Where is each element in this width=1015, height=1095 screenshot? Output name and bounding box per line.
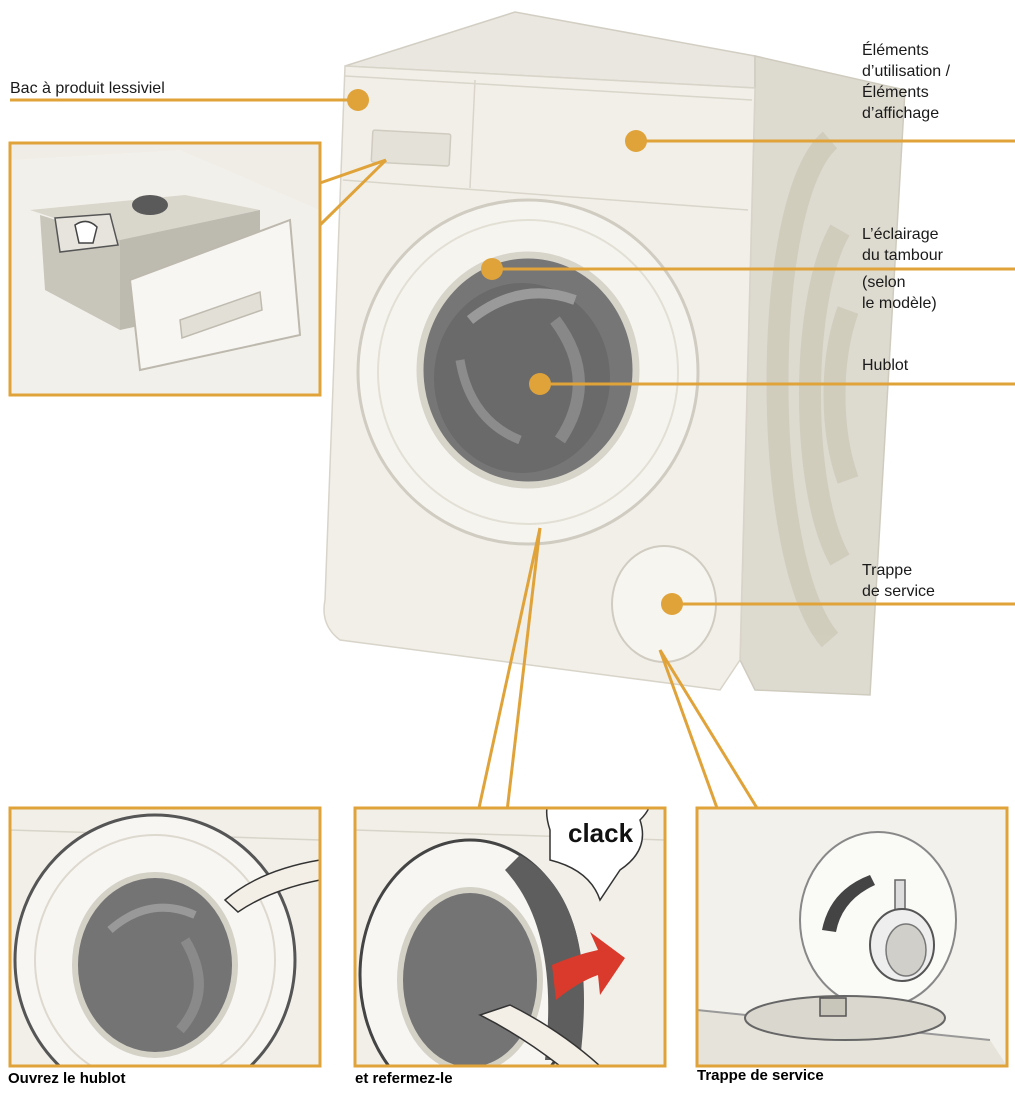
label-drum-light: L’éclairage du tambour (selon le modèle) [862, 224, 943, 314]
callout-dots [347, 89, 683, 615]
label-porthole-text: Hublot [862, 357, 909, 374]
label-service-flap-line1: Trappe [862, 562, 913, 579]
detergent-drawer-inset [8, 141, 322, 397]
panel-close-door [353, 806, 667, 1068]
dot-service-flap [661, 593, 683, 615]
label-detergent-drawer-text: Bac à produit lessiviel [10, 80, 165, 97]
dot-drum-light [481, 258, 503, 280]
machine-body [323, 11, 906, 696]
label-service-flap: Trappe de service [862, 560, 935, 602]
label-drum-light-line4: le modèle) [862, 295, 937, 312]
label-drum-light-line1: L’éclairage [862, 226, 939, 243]
dot-porthole [529, 373, 551, 395]
label-controls-line2: d’utilisation / [862, 63, 951, 80]
clack-sound-text: clack [568, 818, 634, 848]
panel-open-door [8, 806, 322, 1068]
dot-controls [625, 130, 647, 152]
dot-detergent-drawer [347, 89, 369, 111]
label-drum-light-line2: du tambour [862, 247, 943, 264]
label-service-flap-line2: de service [862, 583, 935, 600]
caption-service-flap: Trappe de service [697, 1067, 824, 1084]
panel-service-flap [695, 806, 1009, 1068]
label-controls: Éléments d’utilisation / Éléments d’affi… [862, 40, 950, 124]
label-porthole: Hublot [862, 355, 908, 376]
caption-close-door: et refermez-le [355, 1070, 453, 1087]
callout-lines [10, 98, 1015, 606]
label-controls-line1: Éléments [862, 42, 929, 59]
caption-open-door: Ouvrez le hublot [8, 1070, 126, 1087]
label-controls-line4: d’affichage [862, 105, 940, 122]
label-detergent-drawer: Bac à produit lessiviel [10, 78, 165, 99]
label-drum-light-line3: (selon [862, 274, 906, 291]
label-controls-line3: Éléments [862, 84, 929, 101]
